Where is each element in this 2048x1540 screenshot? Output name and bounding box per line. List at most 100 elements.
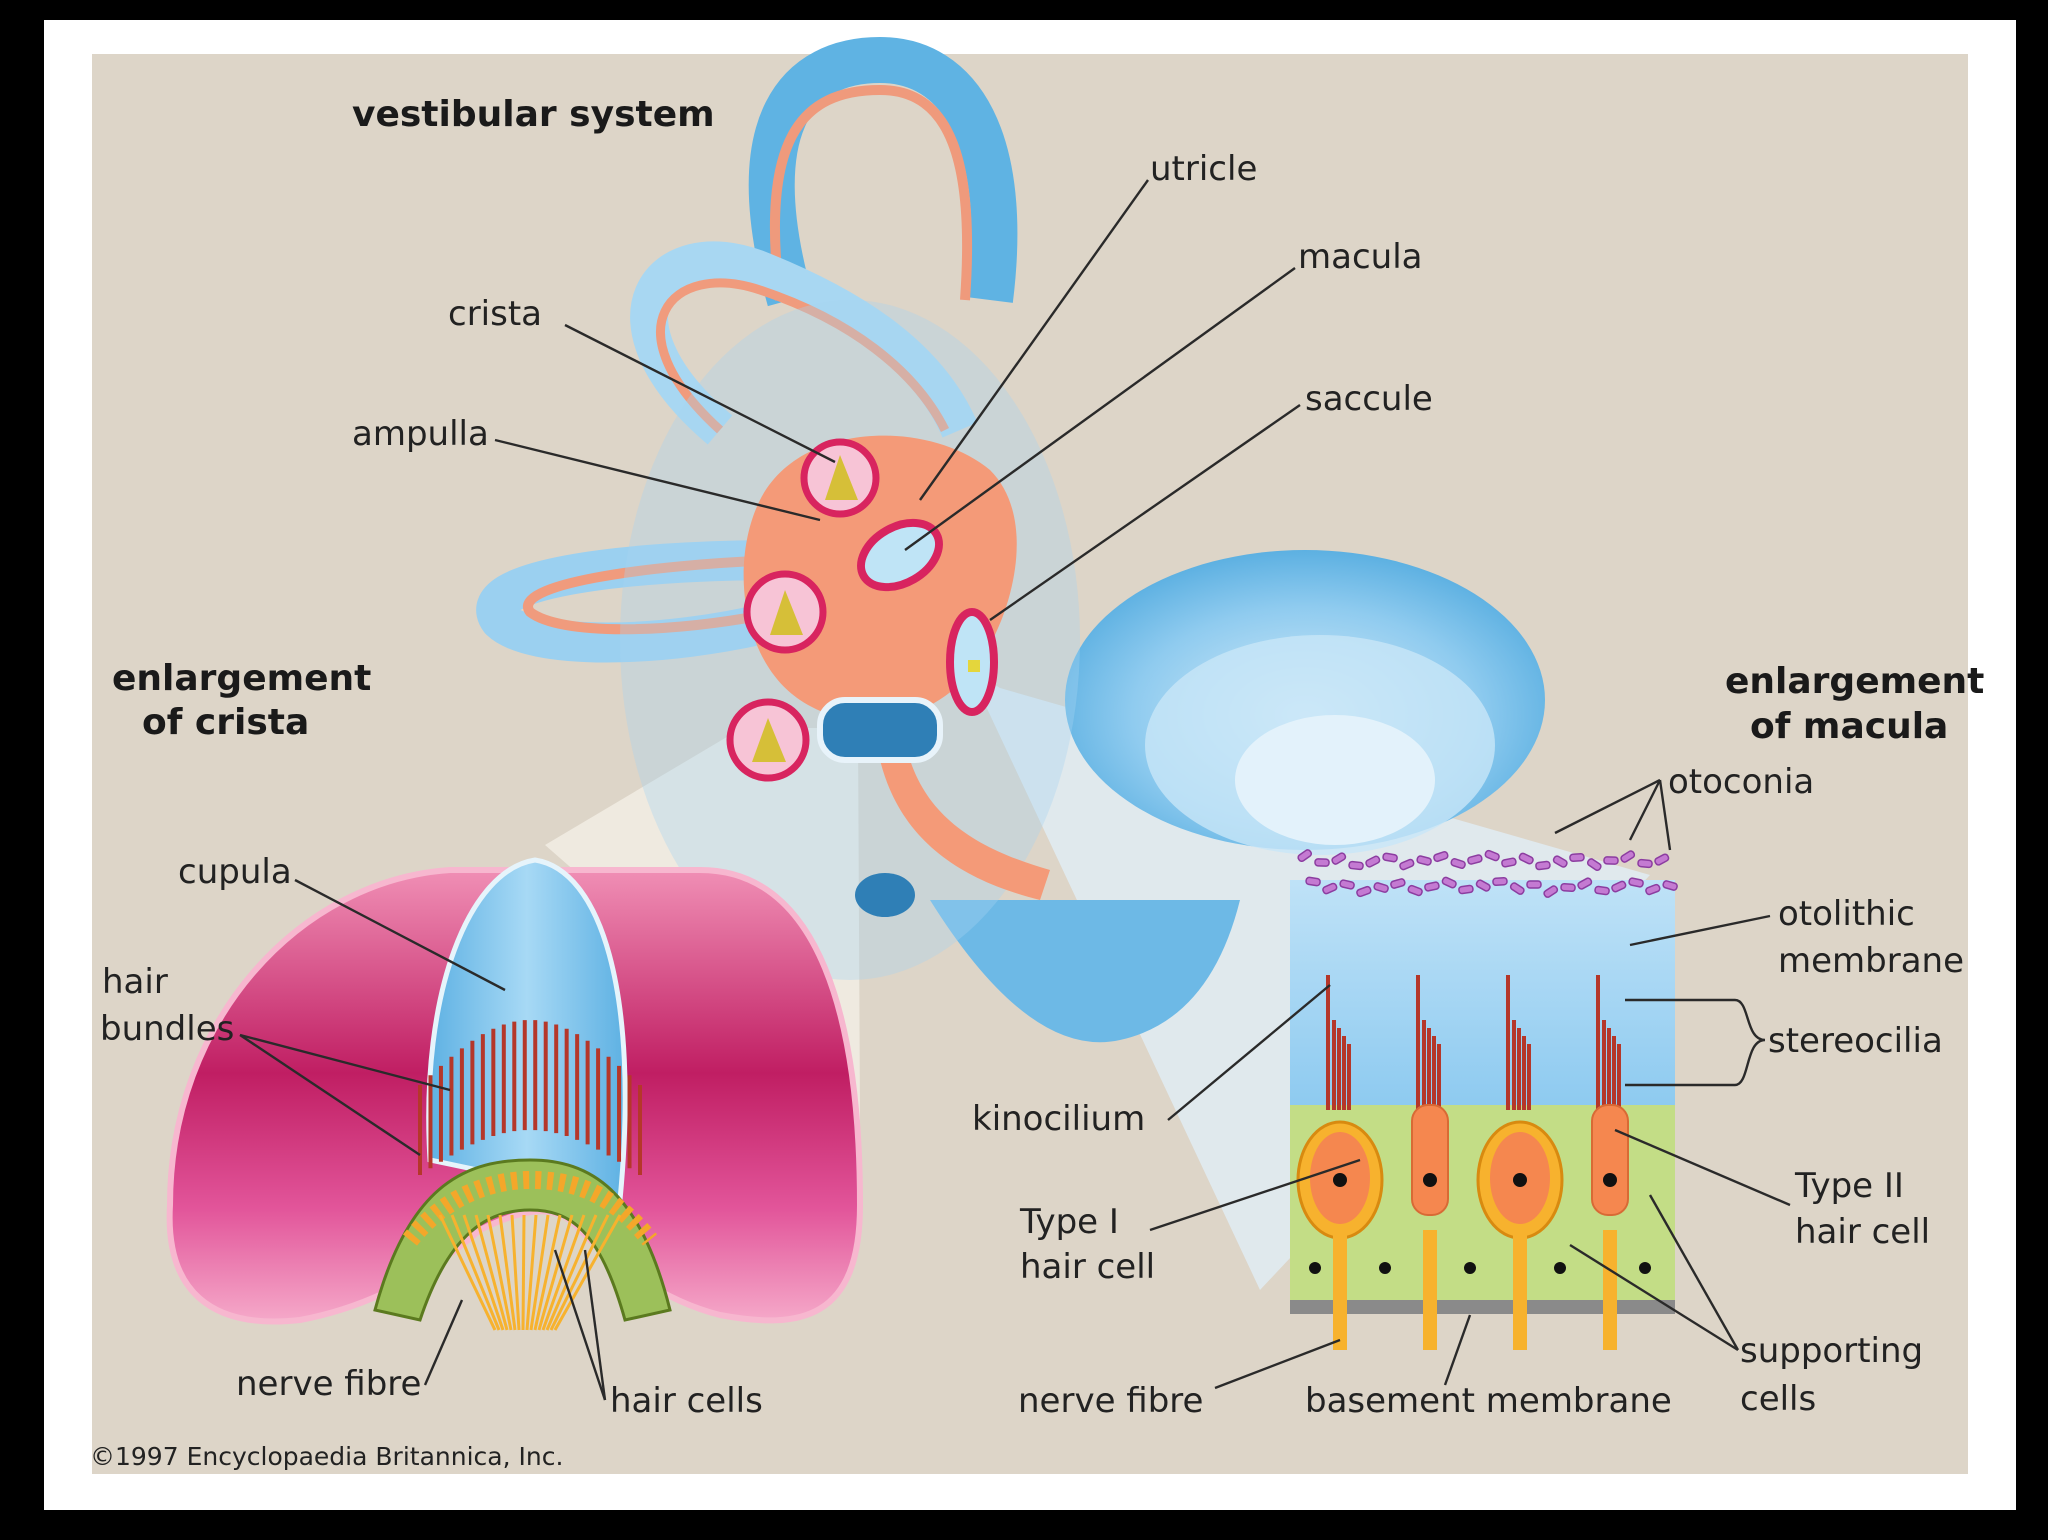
cupula-label: cupula bbox=[178, 852, 292, 892]
nerve-fibre-strand bbox=[549, 1214, 610, 1331]
nerve-fibre-strand bbox=[1423, 1230, 1437, 1350]
otoconia-label: otoconia bbox=[1668, 762, 1814, 802]
endolymphatic-duct bbox=[880, 760, 1050, 900]
otoconium bbox=[1305, 876, 1321, 887]
hair-bundles-line1: hair bbox=[102, 962, 168, 1002]
anterior-canal bbox=[748, 36, 1018, 307]
nerve-fibre-strand bbox=[462, 1214, 505, 1331]
otoconium bbox=[1543, 885, 1559, 898]
otoconium bbox=[1552, 855, 1568, 868]
hair-bundles-line2: bundles bbox=[100, 1009, 234, 1049]
otoconium bbox=[1331, 852, 1347, 865]
otoconium bbox=[1492, 876, 1508, 887]
leader-type1 bbox=[1149, 1158, 1361, 1232]
type2-label-line2: hair cell bbox=[1795, 1212, 1930, 1252]
otoconium bbox=[1356, 885, 1372, 898]
posterior-canal bbox=[630, 241, 978, 445]
nerve-fibre-strand bbox=[545, 1214, 598, 1331]
otoconium bbox=[1603, 856, 1619, 865]
labels: vestibular system utricle macula crista … bbox=[90, 94, 1984, 1471]
type1-label-line1: Type I bbox=[1019, 1202, 1119, 1242]
crista-enlargement bbox=[166, 857, 864, 1331]
cell-nucleus bbox=[1513, 1173, 1527, 1187]
enlargement-macula-line1: enlargement bbox=[1725, 661, 1984, 702]
lateral-duct bbox=[523, 555, 781, 635]
saccule-marker bbox=[968, 660, 980, 672]
otoconium bbox=[1560, 882, 1576, 893]
oval-window bbox=[817, 697, 943, 763]
macula-label: macula bbox=[1298, 237, 1422, 277]
hair-cells-label: hair cells bbox=[610, 1381, 763, 1421]
otoconium bbox=[1407, 884, 1423, 897]
kinocilium-label: kinocilium bbox=[972, 1099, 1145, 1139]
leader-cupula bbox=[294, 878, 506, 992]
otoconium bbox=[1365, 855, 1381, 868]
copyright-label: ©1997 Encyclopaedia Britannica, Inc. bbox=[90, 1442, 563, 1471]
leader-kinocilium bbox=[1167, 984, 1331, 1121]
crista-label: crista bbox=[448, 294, 542, 334]
leader-macula bbox=[904, 267, 1296, 551]
nerve-fibre-strand bbox=[498, 1214, 517, 1331]
otoconium bbox=[1458, 884, 1474, 895]
cell-nucleus bbox=[1603, 1173, 1617, 1187]
nerve-fibre-strand bbox=[525, 1214, 538, 1331]
otoconium bbox=[1373, 882, 1389, 893]
supporting-cell-nucleus bbox=[1554, 1262, 1566, 1274]
leader-hair-cells-2 bbox=[553, 1249, 607, 1401]
leader-otoconia-3 bbox=[1658, 779, 1672, 851]
otoconium bbox=[1611, 880, 1627, 893]
leader-otoconia-2 bbox=[1628, 779, 1662, 841]
nerve-fibre-strand bbox=[450, 1214, 501, 1331]
enlargement-crista-line1: enlargement bbox=[112, 658, 371, 699]
leader-otoconia-1 bbox=[1554, 778, 1661, 835]
otoconium bbox=[1645, 883, 1661, 896]
otoconium bbox=[1314, 858, 1330, 867]
otoconium bbox=[1662, 880, 1678, 891]
hair-cell-row bbox=[402, 1170, 658, 1246]
crista-mini-1 bbox=[825, 455, 858, 500]
basement-membrane-label: basement membrane bbox=[1305, 1381, 1672, 1421]
otoconium bbox=[1399, 858, 1415, 871]
nerve-fibre-left-label: nerve fibre bbox=[236, 1364, 421, 1404]
leader-hair-cells-1 bbox=[583, 1249, 607, 1401]
cell-nucleus bbox=[1423, 1173, 1437, 1187]
otoconium bbox=[1297, 849, 1313, 863]
otoconium bbox=[1475, 879, 1491, 892]
leader-nerve-fibre-right bbox=[1214, 1338, 1341, 1390]
otoconium bbox=[1450, 858, 1466, 869]
hair-bundles bbox=[418, 1020, 642, 1175]
nerve-fibre-strand bbox=[474, 1214, 509, 1331]
otoconium bbox=[1382, 852, 1398, 863]
cochlea bbox=[930, 550, 1545, 1043]
otoconium bbox=[1535, 860, 1551, 871]
leader-crista bbox=[564, 323, 836, 464]
otoconium bbox=[1654, 853, 1670, 866]
leader-supporting-2 bbox=[1648, 1194, 1740, 1351]
otoconia-crystals bbox=[1297, 849, 1678, 898]
saccule-label: saccule bbox=[1305, 379, 1433, 419]
otoconium bbox=[1509, 882, 1525, 895]
leader-otolithic bbox=[1629, 914, 1771, 947]
anterior-duct bbox=[769, 84, 973, 301]
crista-mini-3 bbox=[752, 718, 786, 762]
cochlea-inner-turn bbox=[1235, 715, 1435, 845]
otoconium bbox=[1501, 857, 1517, 868]
leader-hair-bundles-2 bbox=[239, 1034, 421, 1156]
nerve-fibre-strand bbox=[438, 1214, 497, 1331]
leader-basement bbox=[1443, 1314, 1472, 1386]
cochlea-base bbox=[930, 900, 1240, 1043]
basement-membrane-layer bbox=[1290, 1300, 1675, 1314]
leader-hair-bundles-1 bbox=[239, 1033, 451, 1092]
supporting-ridge bbox=[373, 1158, 672, 1322]
otoconium bbox=[1348, 860, 1364, 871]
supporting-label-line1: supporting bbox=[1740, 1331, 1923, 1371]
supporting-cell-nucleus bbox=[1379, 1262, 1391, 1274]
cell-nucleus bbox=[1333, 1173, 1347, 1187]
otoconium bbox=[1441, 876, 1457, 889]
otoconium bbox=[1628, 877, 1644, 888]
nerve-fibre-strand bbox=[537, 1214, 574, 1331]
stereocilia-label: stereocilia bbox=[1768, 1021, 1943, 1061]
nerve-fibre-strand bbox=[533, 1214, 562, 1331]
